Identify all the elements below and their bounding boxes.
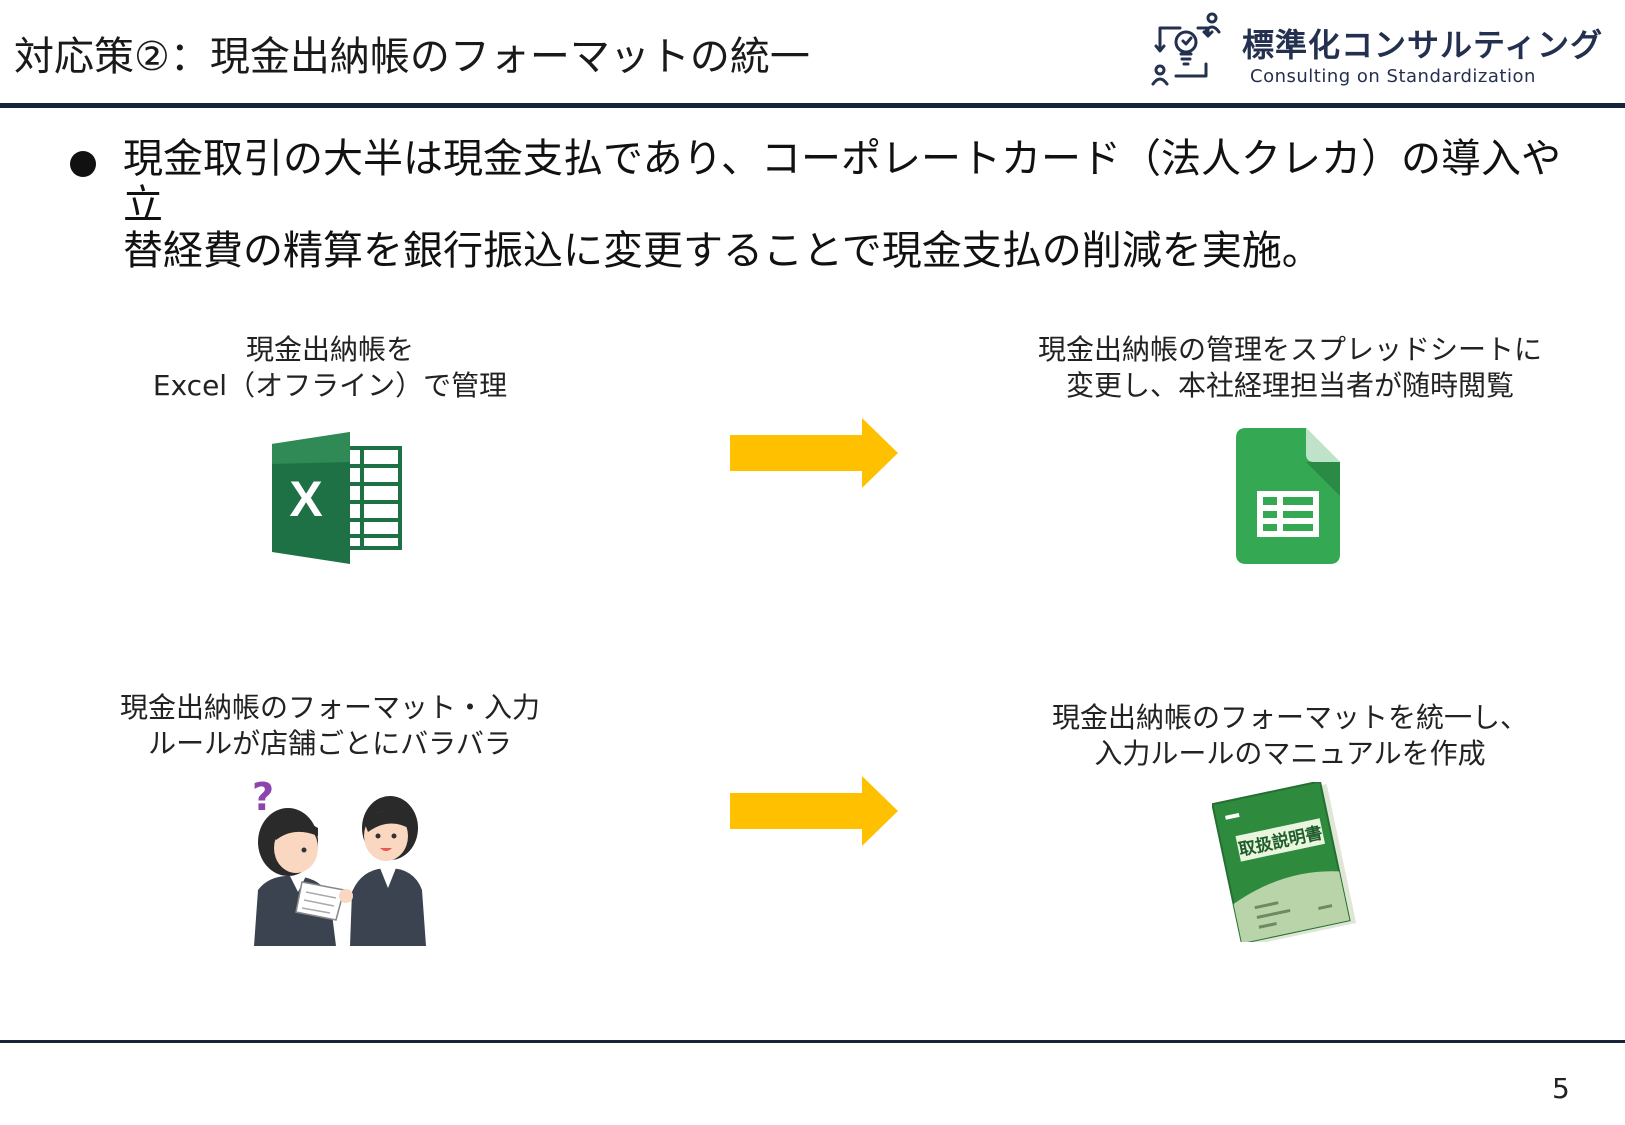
page-number: 5 [1552, 1072, 1570, 1105]
google-sheets-icon [1236, 428, 1340, 564]
bullet-line-2: 替経費の精算を銀行振込に変更することで現金支払の削減を実施。 [123, 228, 1322, 274]
logo-name-jp: 標準化コンサルティング [1242, 26, 1604, 64]
logo-name-en: Consulting on Standardization [1250, 66, 1536, 87]
company-logo: 標準化コンサルティング Consulting on Standardizatio… [1146, 8, 1616, 98]
footer-divider [0, 1040, 1625, 1043]
svg-text:?: ? [252, 775, 274, 819]
right-arrow-icon [730, 776, 898, 846]
caption-line: 現金出納帳のフォーマット・入力 [119, 691, 540, 724]
slide-title: 対応策②：現金出納帳のフォーマットの統一 [14, 34, 810, 80]
svg-text:X: X [289, 471, 322, 527]
caption-before-inconsistent: 現金出納帳のフォーマット・入力 ルールが店舗ごとにバラバラ [110, 690, 550, 762]
bullet-line-1: 現金取引の大半は現金支払であり、コーポレートカード（法人クレカ）の導入や立 [123, 136, 1561, 228]
caption-line: 現金出納帳の管理をスプレッドシートに [1037, 333, 1542, 366]
caption-line: Excel（オフライン）で管理 [152, 369, 508, 402]
bullet-text: 現金取引の大半は現金支払であり、コーポレートカード（法人クレカ）の導入や立 替経… [123, 136, 1563, 274]
right-arrow-icon [730, 418, 898, 488]
header-divider [0, 103, 1625, 108]
caption-line: 変更し、本社経理担当者が随時閲覧 [1065, 369, 1514, 402]
lightbulb-people-logo-icon [1151, 12, 1221, 86]
confused-staff-illustration: ? [252, 775, 426, 946]
excel-icon: X [272, 432, 402, 564]
caption-after-sheets: 現金出納帳の管理をスプレッドシートに 変更し、本社経理担当者が随時閲覧 [1015, 332, 1565, 404]
caption-line: ルールが店舗ごとにバラバラ [148, 727, 512, 760]
bullet-marker [70, 151, 96, 177]
caption-after-manual: 現金出納帳のフォーマットを統一し、 入力ルールのマニュアルを作成 [1030, 700, 1550, 772]
manual-book-illustration: 取扱説明書 [1212, 782, 1357, 942]
caption-before-excel: 現金出納帳を Excel（オフライン）で管理 [130, 332, 530, 404]
caption-line: 現金出納帳のフォーマットを統一し、 [1051, 701, 1528, 734]
caption-line: 現金出納帳を [245, 333, 414, 366]
caption-line: 入力ルールのマニュアルを作成 [1094, 737, 1486, 770]
